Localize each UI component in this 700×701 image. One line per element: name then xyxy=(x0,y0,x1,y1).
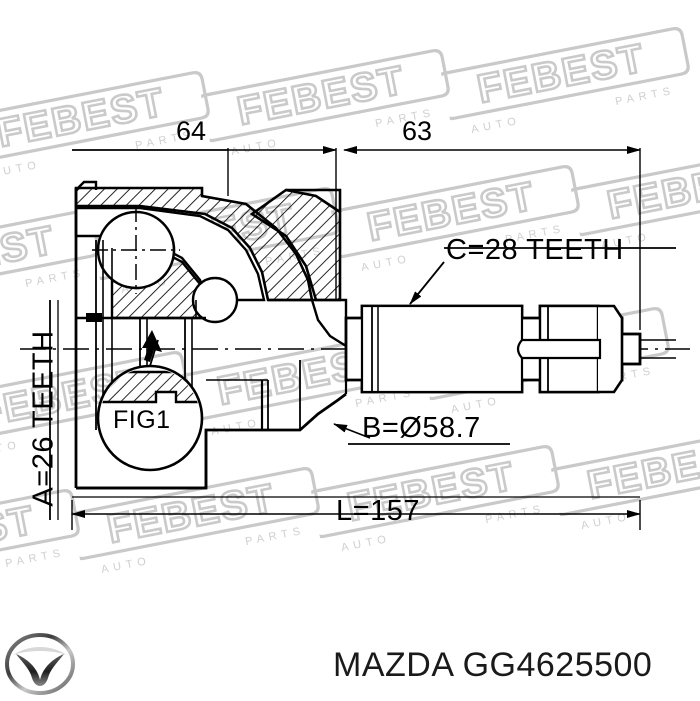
mazda-logo-icon xyxy=(4,632,76,696)
label-inner-spline-teeth: A=26 TEETH xyxy=(27,330,60,507)
fig1-detail-callout xyxy=(96,339,204,472)
dimension-label-63: 63 xyxy=(402,116,433,146)
label-overall-length: L=157 xyxy=(336,495,420,527)
cv-joint-housing xyxy=(74,180,348,490)
leader-B-diameter xyxy=(333,423,510,445)
label-bearing-diameter: B=Ø58.7 xyxy=(362,412,481,444)
label-fig1: FIG1 xyxy=(113,406,171,434)
output-shaft xyxy=(344,304,676,394)
leader-C-teeth xyxy=(409,247,676,305)
footer-bar: MAZDA GG4625500 xyxy=(0,630,700,700)
bearing-ball-small xyxy=(191,276,239,324)
dimension-63 xyxy=(343,146,641,330)
dimension-overall-length xyxy=(71,496,641,530)
label-outer-spline-teeth: C=28 TEETH xyxy=(446,234,624,266)
spline-section xyxy=(360,304,524,394)
cv-joint-drawing xyxy=(20,146,690,530)
dimension-label-64: 64 xyxy=(176,116,207,146)
part-number-label: MAZDA GG4625500 xyxy=(333,646,653,684)
